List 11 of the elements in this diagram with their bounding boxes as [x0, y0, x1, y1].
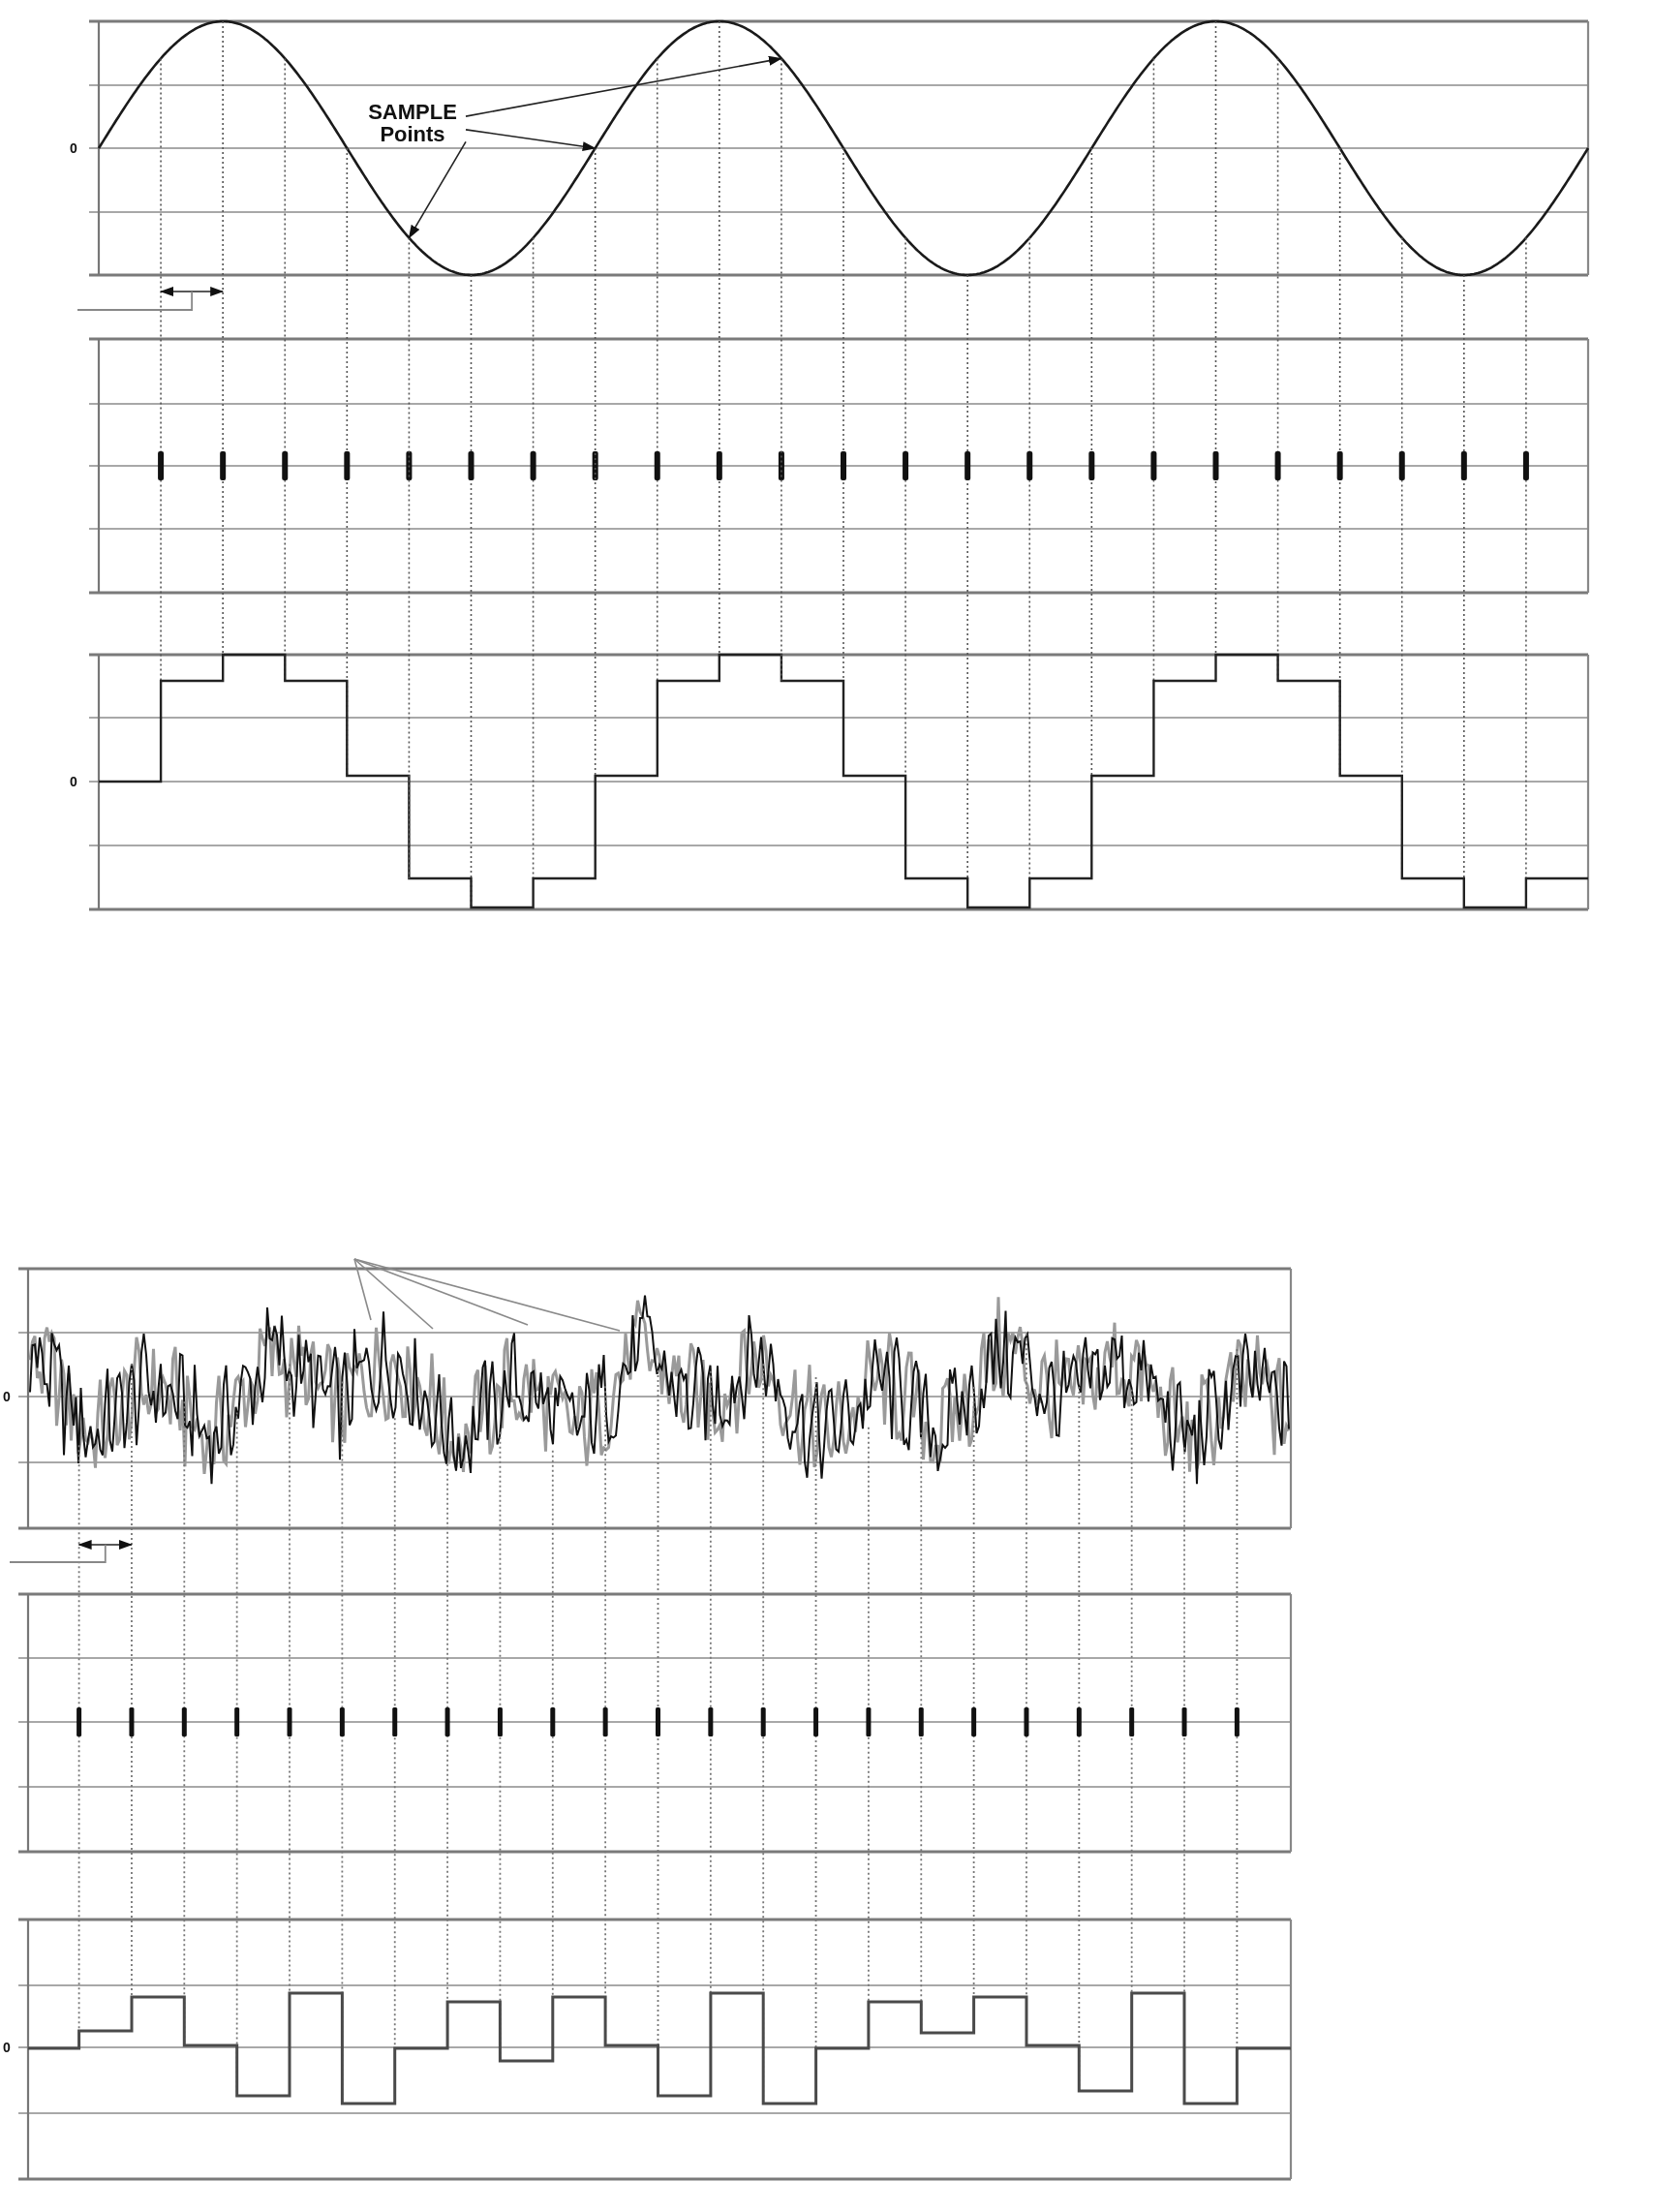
axis-label: 0: [3, 2041, 11, 2054]
axis-label: 0: [3, 1390, 11, 1403]
callout-label: SAMPLE Points: [359, 101, 466, 145]
axis-label: 0: [70, 141, 77, 155]
sampling-guide-line: [594, 147, 597, 777]
sampling-guide-line: [781, 57, 782, 682]
leader-arrow: [465, 129, 597, 152]
axis-label: 0: [70, 775, 77, 788]
leader-arrow: [465, 55, 782, 117]
sampling-guide-line: [408, 236, 411, 879]
leader-arrow: [408, 140, 467, 239]
